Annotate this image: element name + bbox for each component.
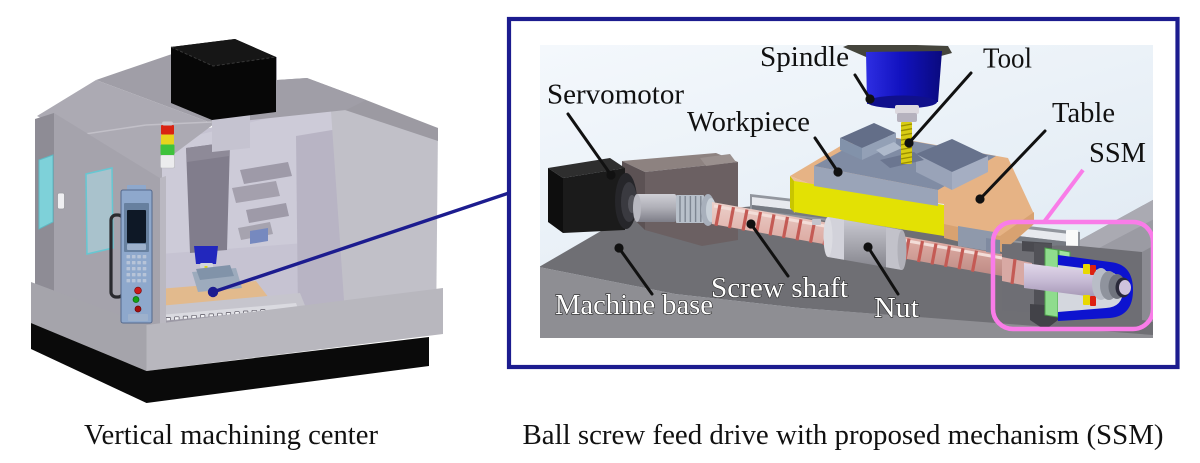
svg-text:Spindle: Spindle [760,41,849,73]
svg-text:Machine base: Machine base [555,289,713,321]
svg-text:Tool: Tool [983,43,1032,75]
svg-text:SSM: SSM [1089,137,1146,169]
svg-text:Workpiece: Workpiece [687,106,810,138]
svg-text:Screw shaft: Screw shaft [711,272,848,304]
svg-text:Table: Table [1052,97,1115,129]
svg-text:Vertical machining center: Vertical machining center [84,419,378,451]
svg-text:Servomotor: Servomotor [547,79,684,111]
svg-text:Ball screw feed drive with pro: Ball screw feed drive with proposed mech… [523,419,1164,451]
svg-text:Nut: Nut [874,292,919,324]
